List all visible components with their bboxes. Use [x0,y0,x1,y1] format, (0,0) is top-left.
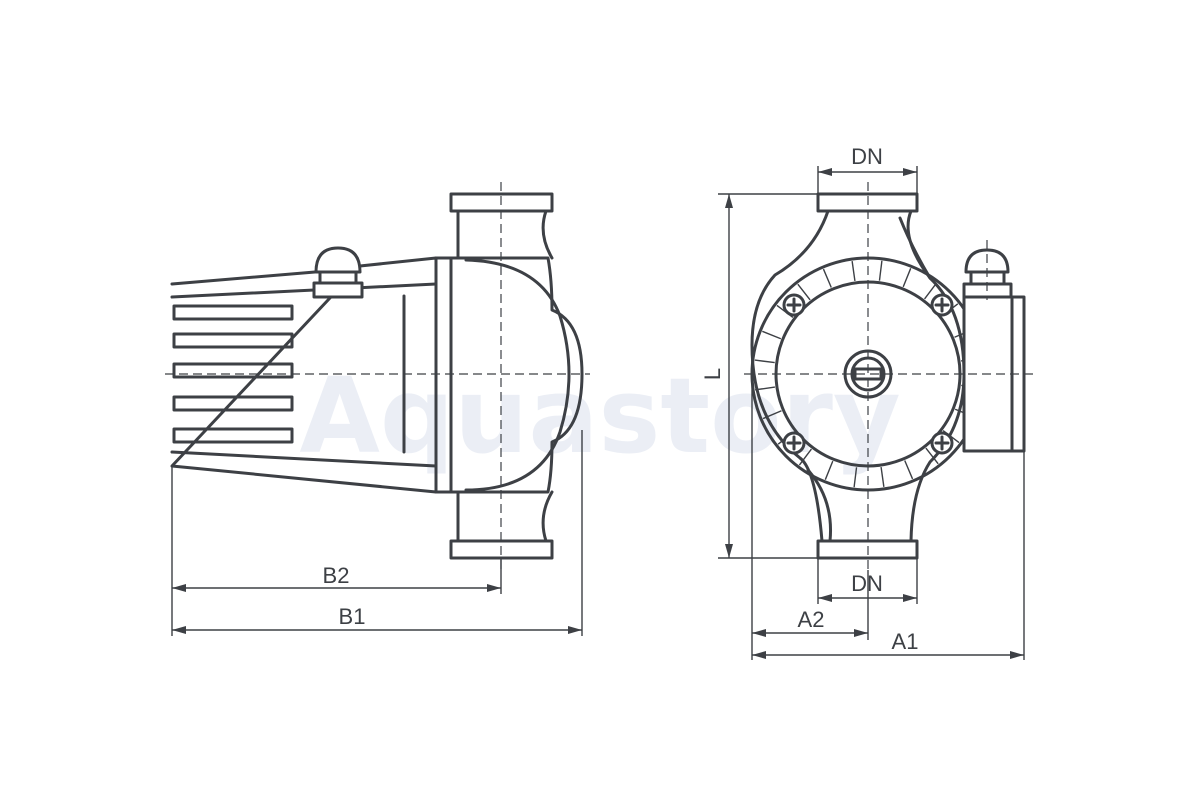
front-view [744,182,1036,570]
a2-label: A2 [798,607,825,632]
motor-inner-bottom [170,450,438,468]
side-pipe-lower [456,490,554,543]
dn-bottom-label: DN [851,571,883,596]
flange-rib [755,386,776,391]
b1-label: B1 [339,604,366,629]
flange-rib [904,460,914,480]
a1-label: A1 [892,629,919,654]
flange-rib [851,261,856,282]
pump-volute-side [464,258,571,492]
dn-top-label: DN [851,144,883,169]
flange-rib [762,410,782,420]
watermark: Aquastory [299,355,900,477]
flange-rib [878,260,883,281]
flange-rib [853,467,858,488]
flange-rib [762,330,782,340]
side-pipe-upper [456,209,554,260]
side-view [165,182,590,570]
flange-rib [824,460,834,480]
front-dimensions: DN DN L A2 A1 [700,144,1025,660]
flange-rib [880,466,885,487]
flange-rib [822,268,832,288]
flange-rib [925,447,939,465]
flange-rib [754,359,775,364]
side-cable-gland [312,246,364,299]
flange-rib [924,282,938,300]
l-label: L [700,368,725,380]
motor-inner-top [170,282,438,299]
flange-rib [798,448,812,466]
side-dimensions: B2 B1 [171,430,583,636]
screws [782,293,954,455]
flange-rib [902,268,912,288]
b2-label: B2 [323,563,350,588]
pump-housing-side [449,256,584,494]
flange-rib [797,283,811,301]
cooling-fins [172,304,294,444]
